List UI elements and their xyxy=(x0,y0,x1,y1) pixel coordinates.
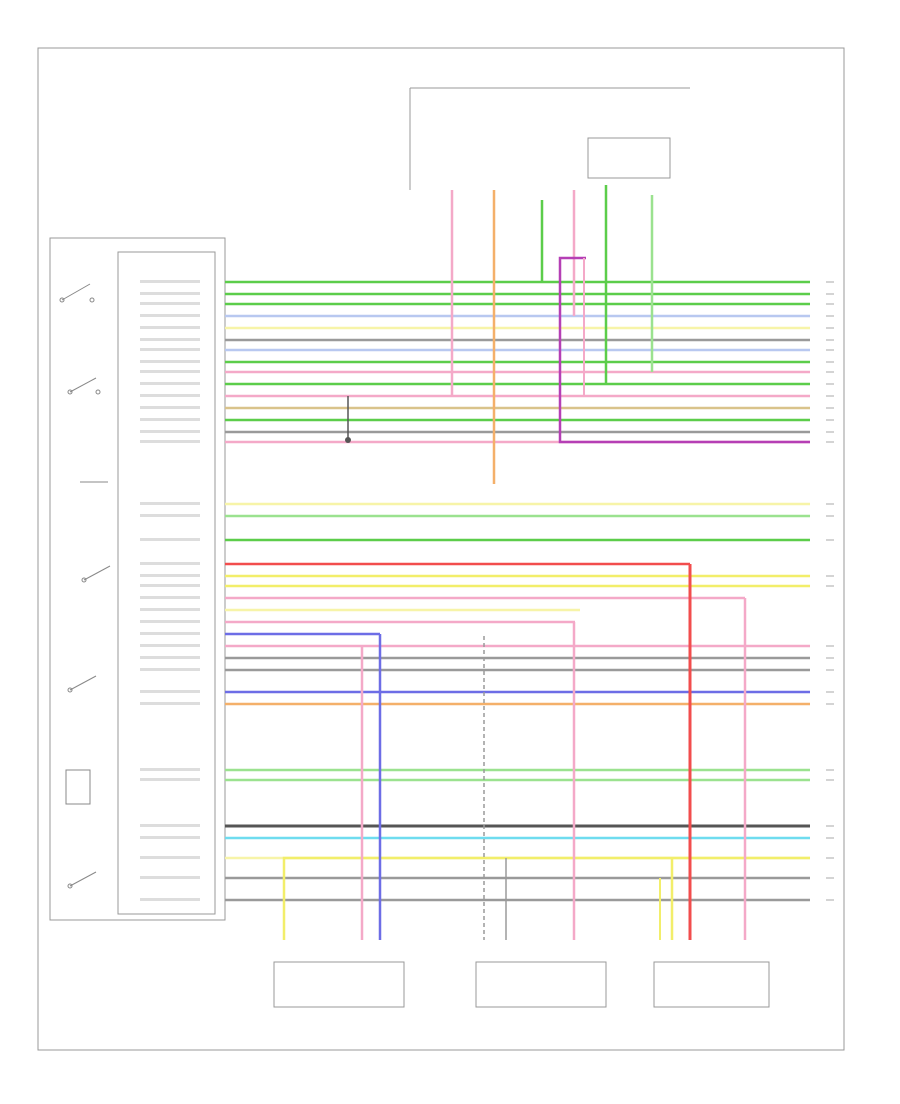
pin-label-placeholder xyxy=(140,620,200,623)
pin-label-placeholder xyxy=(140,584,200,587)
pin-label-placeholder xyxy=(140,302,200,305)
pin-label-placeholder xyxy=(140,538,200,541)
pin-label-placeholder xyxy=(140,898,200,901)
pin-label-placeholder xyxy=(140,348,200,351)
pin-label-placeholder xyxy=(140,632,200,635)
pin-label-placeholder xyxy=(140,824,200,827)
module-inner-box xyxy=(117,251,216,915)
wire-runs xyxy=(225,280,834,902)
pin-label-placeholder xyxy=(140,338,200,341)
pin-label-placeholder xyxy=(140,360,200,363)
right-motor-box xyxy=(653,961,770,1008)
vertical-wire-pink-route xyxy=(583,258,810,397)
pin-label-placeholder xyxy=(140,370,200,373)
pin-label-placeholder xyxy=(140,394,200,397)
pin-label-placeholder xyxy=(140,778,200,781)
pin-label-placeholder xyxy=(140,430,200,433)
pin-label-placeholder xyxy=(140,418,200,421)
pin-label-placeholder xyxy=(140,280,200,283)
pin-label-placeholder xyxy=(140,596,200,599)
pin-label-placeholder xyxy=(140,836,200,839)
pin-label-placeholder xyxy=(140,314,200,317)
pin-label-placeholder xyxy=(140,876,200,879)
pin-label-placeholder xyxy=(140,514,200,517)
relay-box xyxy=(587,137,671,179)
top-vertical-wires xyxy=(345,87,810,484)
pin-label-placeholder xyxy=(140,702,200,705)
ground-dot xyxy=(345,437,351,443)
vertical-wire-magenta xyxy=(558,256,810,444)
pin-label-placeholder xyxy=(140,562,200,565)
bottom-vertical-wires xyxy=(282,564,810,940)
switch-symbols xyxy=(59,283,111,889)
pin-label-placeholder xyxy=(140,656,200,659)
pin-label-placeholder xyxy=(140,608,200,611)
center-motor-box xyxy=(475,961,607,1008)
module-outer-box xyxy=(49,237,226,921)
pin-label-placeholder xyxy=(140,644,200,647)
left-motor-box xyxy=(273,961,405,1008)
pin-label-placeholder xyxy=(140,292,200,295)
pin-label-placeholder xyxy=(140,856,200,859)
pin-label-placeholder xyxy=(140,690,200,693)
pin-label-placeholder xyxy=(140,406,200,409)
pin-label-placeholder xyxy=(140,502,200,505)
pin-label-placeholder xyxy=(140,440,200,443)
down-wire-yellow xyxy=(282,856,810,940)
module-pin-labels xyxy=(140,280,200,901)
diagram-border xyxy=(37,47,845,1051)
pin-label-placeholder xyxy=(140,768,200,771)
pin-label-placeholder xyxy=(140,382,200,385)
pin-label-placeholder xyxy=(140,574,200,577)
pin-label-placeholder xyxy=(140,326,200,329)
pin-label-placeholder xyxy=(140,668,200,671)
